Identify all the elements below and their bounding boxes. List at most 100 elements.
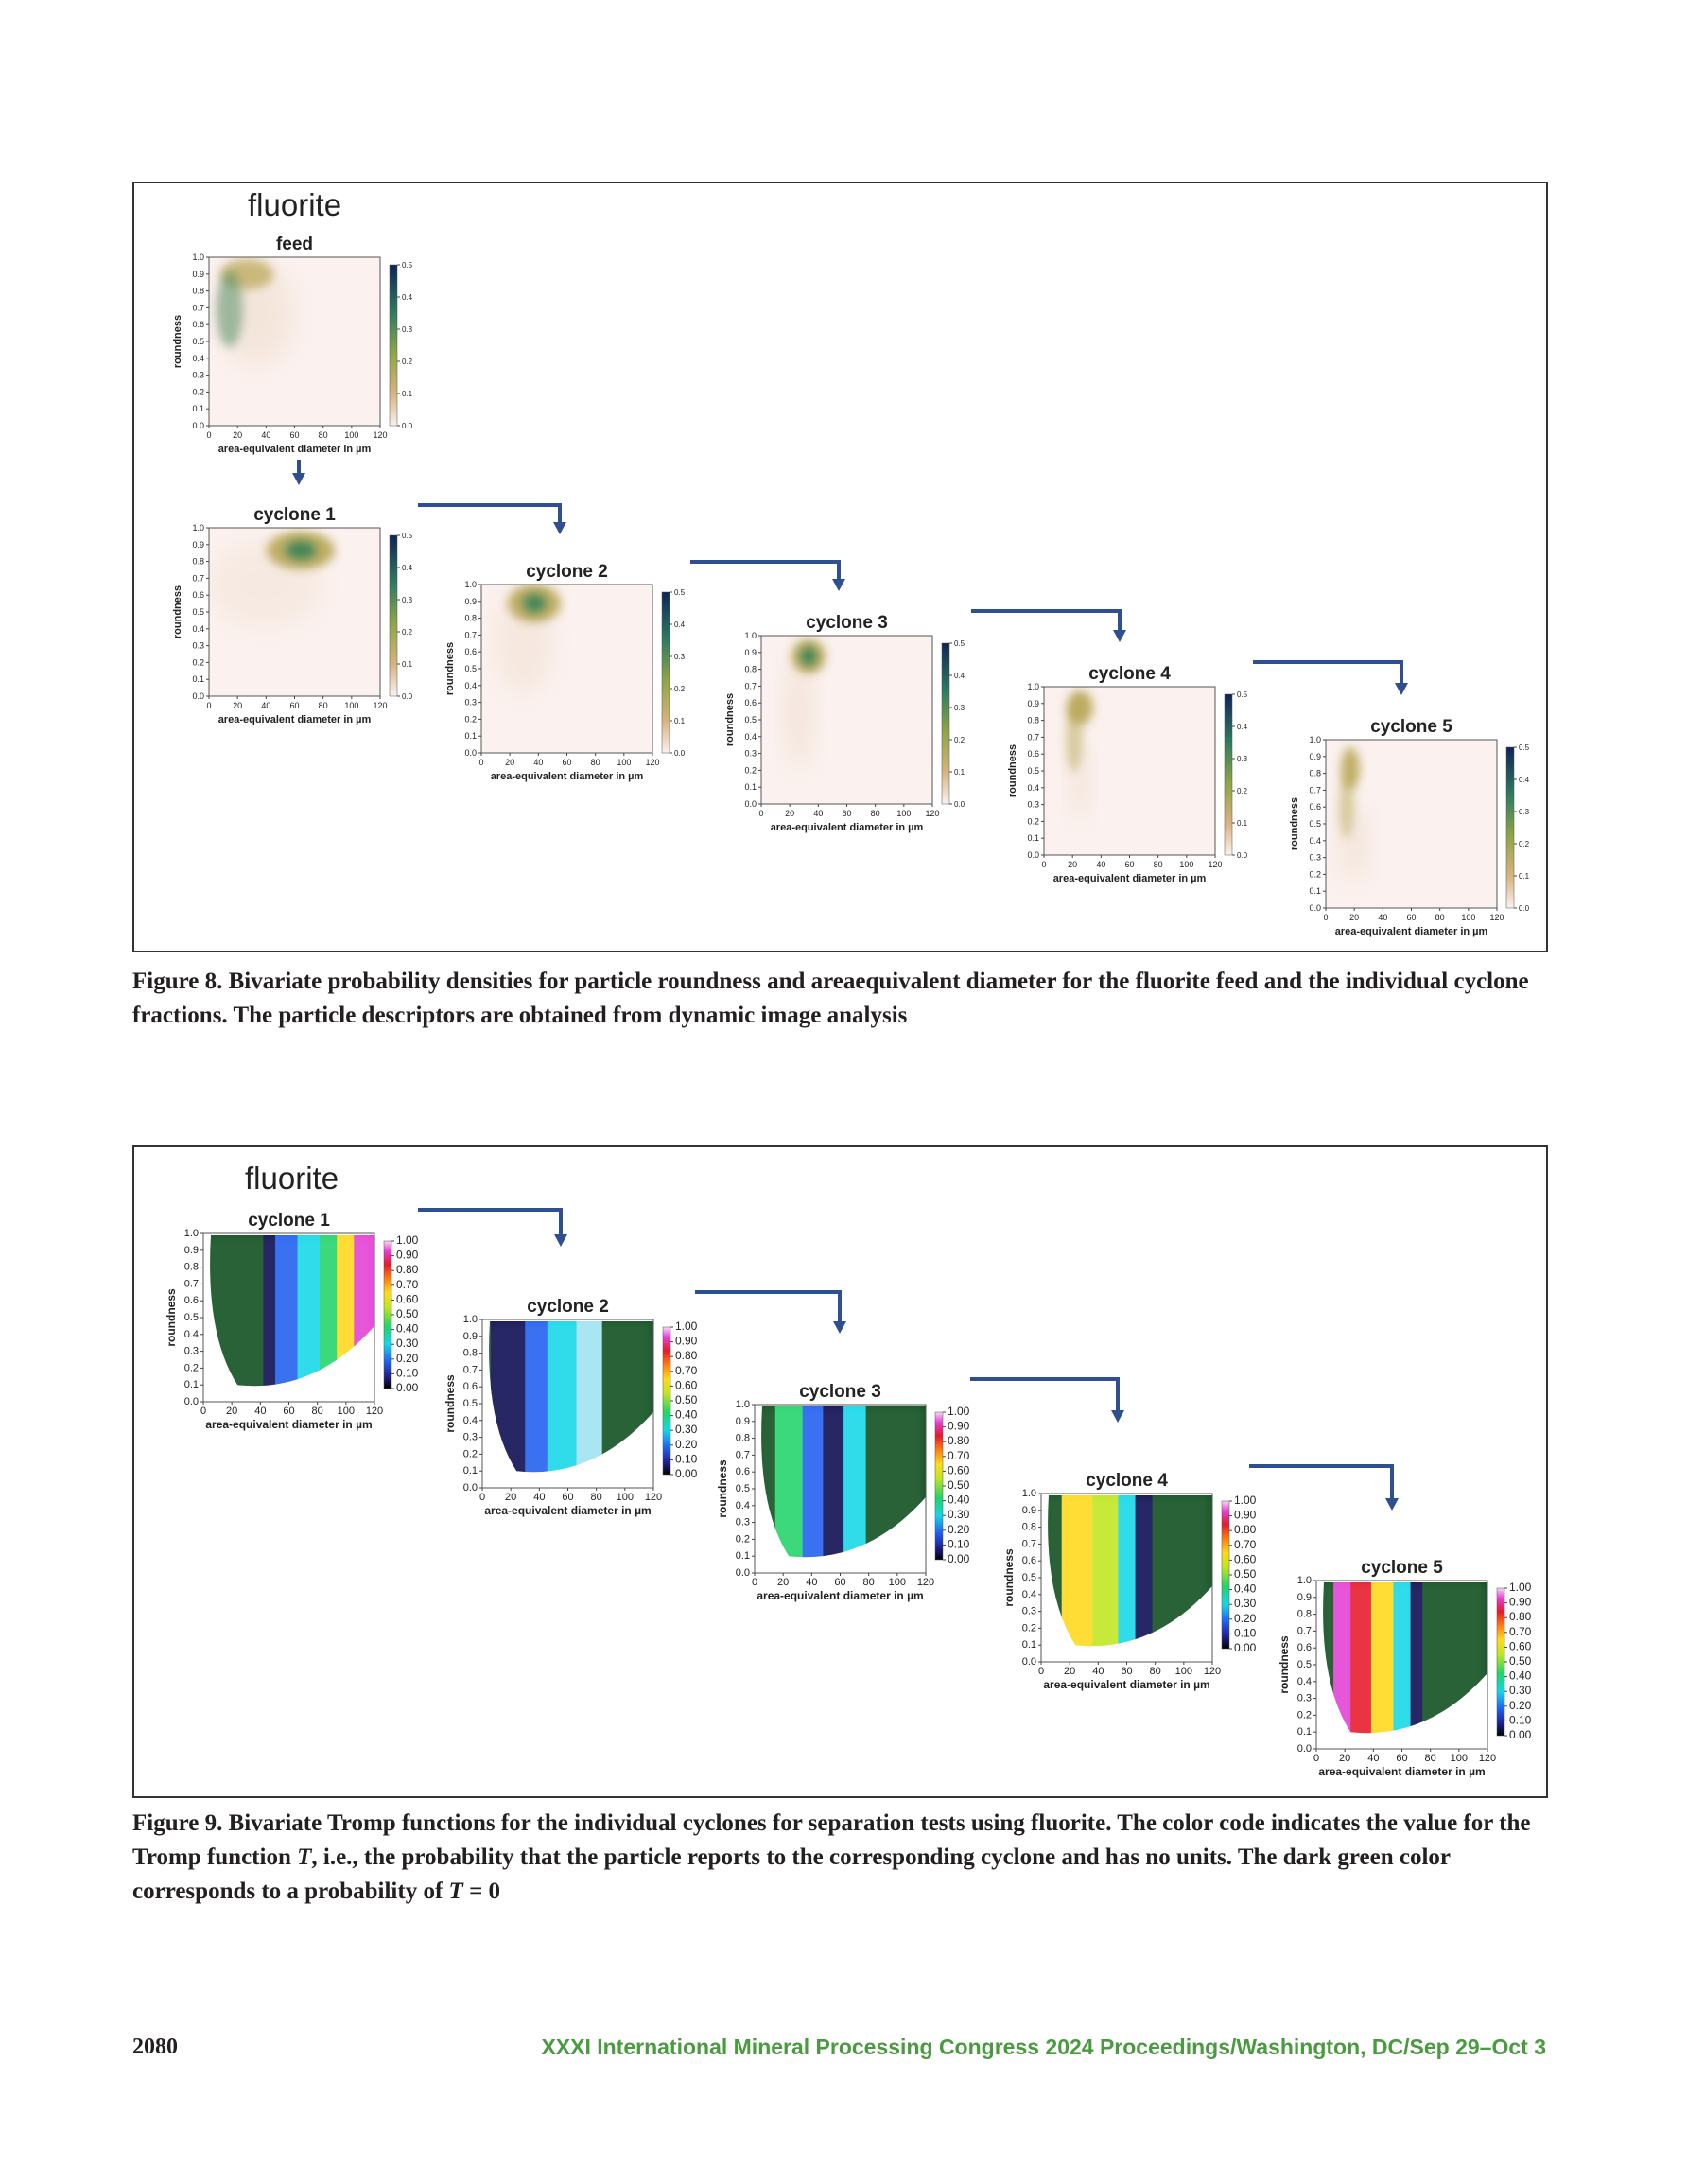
fig9-panel-c4-xtick-label: 80: [1150, 1666, 1161, 1677]
fig8-panel-c5-ytick-label: 0.8: [1309, 769, 1321, 778]
fig9-panel-c1-ytick-label: 0.4: [184, 1329, 199, 1340]
fig8-panel-c2-ytick-label: 0.0: [464, 748, 477, 758]
fig9-panel-c3-title: cyclone 3: [799, 1382, 881, 1402]
fig8-panel-c2-ytick-label: 0.5: [464, 664, 477, 673]
fig9-panel-c2-colorbar-label: 0.60: [675, 1378, 698, 1391]
fig9-panel-c3-xtick-label: 0: [752, 1577, 757, 1588]
fig8-panel-c3-ytick-label: 0.5: [744, 715, 757, 725]
fig8-panel-c4-xtick-label: 100: [1179, 860, 1193, 869]
fig9-panel-c2-yaxis-label: roundness: [443, 1374, 457, 1433]
fig8-panel-c5-title: cyclone 5: [1370, 717, 1452, 737]
fig8-panel-c5-ytick-label: 0.5: [1309, 819, 1321, 829]
fig8-panel-c2-yaxis-label: roundness: [444, 642, 456, 695]
fig9-panel-c2-ytick-label: 0.1: [463, 1465, 478, 1476]
fig9-panel-c1-xtick-label: 40: [254, 1406, 266, 1417]
fig8-panel-feed-ytick-label: 0.7: [192, 303, 204, 312]
fig9-panel-c4-xtick-label: 40: [1092, 1666, 1104, 1677]
fig9-panel-c4-xtick-label: 0: [1038, 1666, 1044, 1677]
fig8-panel-c1-ytick-label: 0.4: [192, 624, 204, 634]
fig9-panel-c5-ytick-label: 0.6: [1297, 1642, 1312, 1653]
fig9-panel-c2-xtick-label: 100: [617, 1492, 634, 1503]
fig9-panel-c4-colorbar-label: 0.00: [1234, 1641, 1257, 1654]
fig9-panel-c1-colorbar-label: 0.50: [396, 1307, 419, 1320]
fig9-panel-c3-ytick-label: 0.6: [736, 1466, 750, 1477]
fig8-panel-feed-colorbar-label: 0.1: [402, 390, 413, 398]
fig9-panel-c5-colorbar-label: 0.80: [1509, 1610, 1532, 1623]
fig9-panel-c1-colorbar-label: 0.10: [396, 1366, 419, 1379]
fig8-panel-c3-ytick-label: 0.6: [744, 698, 757, 708]
fig9-panel-c2-ytick-label: 0.7: [463, 1364, 478, 1375]
fig9-panel-c1-colorbar-label: 0.80: [396, 1263, 419, 1276]
fig8-panel-feed-colorbar-label: 0.2: [402, 358, 413, 366]
fig9-panel-c3-ytick-label: 0.5: [736, 1483, 750, 1494]
fig8-panel-c4-ytick-label: 0.9: [1027, 699, 1039, 708]
fig9-panel-c5-colorbar-label: 0.20: [1509, 1699, 1532, 1712]
fig8-panel-feed-density: [217, 259, 294, 366]
fig8-panel-c1-xaxis-label: area-equivalent diameter in µm: [218, 714, 372, 725]
fig9-panel-c5-yaxis-label: roundness: [1278, 1635, 1291, 1694]
fig8-panel-c3-xtick-label: 40: [813, 809, 823, 818]
fig8-panel-c2-ytick-label: 1.0: [464, 580, 477, 589]
fig9-panel-c3-xtick-label: 80: [863, 1577, 875, 1588]
fig8-panel-c1-xtick-label: 80: [319, 701, 328, 710]
fig8-panel-c4-ytick-label: 0.2: [1027, 816, 1039, 826]
fig9-panel-c2-ytick-label: 0.5: [463, 1398, 478, 1409]
fig9-panel-c4-ytick-label: 0.2: [1022, 1622, 1036, 1634]
figure-9-caption-part1: Bivariate Tromp functions for the indivi…: [132, 1810, 1531, 1870]
fig8-panel-c2-xtick-label: 40: [533, 758, 543, 767]
fig9-panel-c5-title: cyclone 5: [1361, 1558, 1443, 1578]
fig8-panel-c2-colorbar-label: 0.2: [674, 685, 686, 693]
figure-9-caption-part3: = 0: [462, 1878, 501, 1904]
fig8-panel-feed-colorbar: [389, 264, 398, 427]
fig8-panel-c5-ytick-label: 0.7: [1309, 785, 1321, 795]
fig9-panel-c5-colorbar-label: 0.70: [1509, 1625, 1532, 1638]
fig9-panel-c2-title: cyclone 2: [527, 1297, 609, 1317]
fig9-panel-c2-ytick-label: 0.6: [463, 1381, 478, 1392]
figure-9-caption-part2: , i.e., the probability that the particl…: [132, 1844, 1451, 1904]
fig8-panel-c5-colorbar-label: 0.2: [1519, 840, 1530, 848]
fig9-panel-c2-colorbar-label: 0.00: [675, 1467, 698, 1480]
fig8-panel-c3-colorbar-label: 0.2: [954, 736, 965, 744]
fig8-panel-c3-colorbar-label: 0.1: [954, 768, 965, 777]
fig8-panel-c1-ytick-label: 0.7: [192, 573, 204, 583]
fig8-panel-c2-density: [496, 585, 561, 693]
fig9-panel-c4-xtick-label: 20: [1064, 1666, 1075, 1677]
fig8-panel-c4-density-blob: [1070, 743, 1089, 819]
fig9-panel-c2-xtick-label: 120: [645, 1492, 662, 1503]
fig9-panel-c5-colorbar-label: 1.00: [1509, 1581, 1532, 1594]
fig8-panel-c4-colorbar-label: 0.1: [1237, 819, 1248, 828]
fig8-panel-c4-ytick-label: 1.0: [1027, 682, 1039, 691]
fig8-panel-feed-colorbar-label: 0.5: [402, 261, 413, 270]
fig9-panel-c4-ytick-label: 0.0: [1022, 1656, 1036, 1668]
fig9-panel-c5-ytick-label: 0.8: [1297, 1609, 1312, 1620]
fig9-panel-c4-ytick-label: 0.7: [1022, 1538, 1036, 1549]
fig9-panel-c2-colorbar-label: 0.80: [675, 1349, 698, 1362]
fig9-panel-c4-colorbar-label: 0.20: [1234, 1612, 1257, 1625]
fig9-panel-c1-ytick-label: 0.9: [184, 1245, 199, 1256]
fig8-arrow-c4-to-c5-head: [1395, 683, 1408, 695]
fig9-panel-c1-colorbar-label: 1.00: [396, 1233, 419, 1247]
figure-8-caption-label: Figure 8.: [132, 969, 223, 994]
fig8-panel-c1-ytick-label: 0.6: [192, 590, 204, 600]
fig9-panel-c5-colorbar-label: 0.40: [1509, 1669, 1532, 1683]
fig9-panel-c1-colorbar-label: 0.30: [396, 1337, 419, 1350]
fig8-panel-c4-yaxis-label: roundness: [1007, 744, 1018, 797]
fig9-panel-c2-colorbar-label: 0.70: [675, 1364, 698, 1377]
fig8-panel-c4-ytick-label: 0.6: [1027, 749, 1039, 759]
fig8-panel-feed-xtick-label: 80: [319, 430, 328, 440]
fig8-panel-c1-ytick-label: 0.2: [192, 657, 204, 667]
fig9-panel-c3-ytick-label: 1.0: [736, 1399, 750, 1410]
fig9-panel-c3-colorbar: [934, 1411, 944, 1561]
fig9-arrow-c1-to-c2: [418, 1208, 563, 1236]
fig8-panel-c1-ytick-label: 0.1: [192, 674, 204, 684]
fig9-panel-c2-colorbar-label: 0.30: [675, 1423, 698, 1436]
fig8-panel-c4-colorbar-label: 0.0: [1237, 851, 1248, 860]
fig8-panel-feed-xtick-label: 40: [261, 430, 270, 440]
fig8-panel-c4-ytick-label: 0.0: [1027, 850, 1039, 860]
